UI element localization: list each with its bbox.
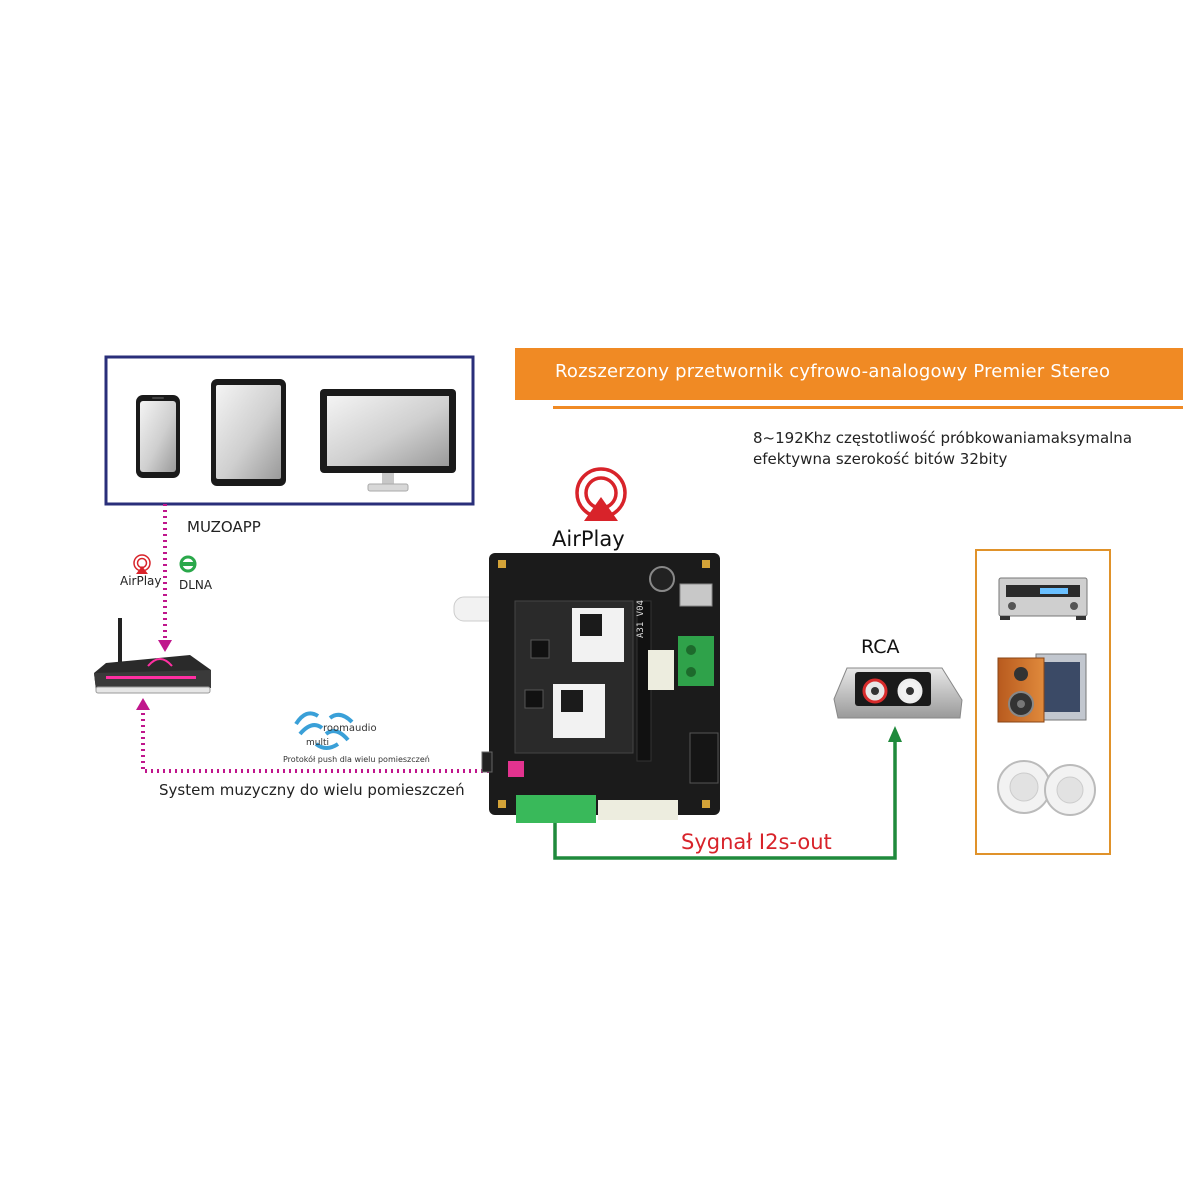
multiroom-logo-word-1: roomaudio [323, 723, 377, 734]
tablet-icon [211, 379, 286, 486]
arrow-up-icon [136, 698, 150, 710]
dlna-label: DLNA [179, 578, 213, 592]
rca-connector-icon [833, 667, 963, 719]
multiroom-system-label: System muzyczny do wielu pomieszczeń [159, 781, 465, 799]
router-icon [94, 618, 211, 694]
dlna-icon [179, 555, 197, 573]
airplay-large-label: AirPlay [552, 527, 625, 551]
rca-label: RCA [861, 636, 900, 658]
header-connector-bottom [598, 800, 678, 820]
airplay-large-icon [575, 467, 627, 521]
airplay-small-icon [133, 554, 151, 574]
jst-connector [648, 650, 674, 690]
multiroom-logo-word-2: multi [306, 738, 329, 748]
i2s-signal-line [553, 726, 902, 860]
ceiling-speakers-icon [997, 760, 1096, 816]
capacitor [649, 566, 675, 592]
usb-port [679, 583, 713, 607]
terminal-block-right [678, 636, 714, 686]
network-links [141, 504, 510, 773]
dac-board [453, 553, 720, 823]
multiroom-caption: Protokół push dla wielu pomieszczeń [283, 754, 430, 764]
terminal-block-bottom [516, 795, 596, 823]
board-model-label: A31 V04 [636, 600, 646, 638]
spec-line-1: 8~192Khz częstotliwość próbkowaniamaksym… [753, 429, 1133, 447]
amplifier-icon [998, 577, 1088, 620]
airplay-small-label: AirPlay [120, 574, 162, 588]
spec-line-2: efektywna szerokość bitów 32bity [753, 450, 1008, 468]
banner-underline [553, 406, 1183, 409]
banner-title: Rozszerzony przetwornik cyfrowo-analogow… [555, 361, 1111, 382]
arrow-down-icon [158, 640, 172, 652]
multiroom-logo-icon [294, 711, 354, 750]
muzoapp-label: MUZOAPP [187, 518, 261, 536]
side-button [481, 751, 493, 773]
title-banner [515, 348, 1183, 400]
pink-connector [508, 761, 524, 777]
speakers-icon [997, 653, 1087, 723]
arrow-up-icon [888, 726, 902, 742]
audio-jack [689, 732, 719, 784]
monitor-icon [320, 389, 456, 492]
spec-text: 8~192Khz częstotliwość próbkowaniamaksym… [753, 428, 1132, 470]
smartphone-icon [136, 395, 180, 478]
i2s-signal-label: Sygnał I2s-out [681, 830, 832, 854]
